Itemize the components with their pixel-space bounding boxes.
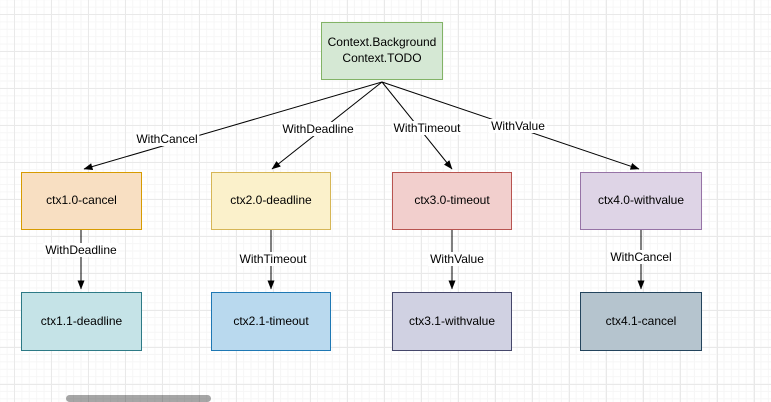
edge-label-withcancel-fan[interactable]: WithCancel — [134, 132, 200, 146]
node-ctx4-0-withvalue[interactable]: ctx4.0-withvalue — [580, 172, 702, 230]
node-ctx1-0-cancel[interactable]: ctx1.0-cancel — [21, 172, 142, 230]
horizontal-scrollbar-thumb[interactable] — [66, 395, 211, 402]
node-ctx3-1-withvalue[interactable]: ctx3.1-withvalue — [392, 292, 512, 351]
node-ctx1-1-deadline[interactable]: ctx1.1-deadline — [21, 292, 142, 351]
node-ctx3-0-timeout[interactable]: ctx3.0-timeout — [392, 172, 512, 230]
edge-label-withtimeout-fan[interactable]: WithTimeout — [391, 121, 463, 135]
edge-label-withdeadline-fan[interactable]: WithDeadline — [280, 122, 356, 136]
node-context-background-todo[interactable]: Context.Background Context.TODO — [321, 22, 443, 80]
node-ctx2-1-timeout[interactable]: ctx2.1-timeout — [211, 292, 331, 351]
edge-label-withtimeout-vert[interactable]: WithTimeout — [237, 252, 309, 266]
edge-root-to-ctx1-0[interactable] — [83, 81, 383, 170]
edge-label-withvalue-vert[interactable]: WithValue — [428, 252, 486, 266]
node-ctx2-0-deadline[interactable]: ctx2.0-deadline — [211, 172, 331, 230]
edge-label-withvalue-fan[interactable]: WithValue — [489, 119, 547, 133]
node-ctx4-1-cancel[interactable]: ctx4.1-cancel — [580, 292, 702, 351]
edge-label-withdeadline-vert[interactable]: WithDeadline — [43, 243, 119, 257]
edge-label-withcancel-vert[interactable]: WithCancel — [608, 250, 674, 264]
